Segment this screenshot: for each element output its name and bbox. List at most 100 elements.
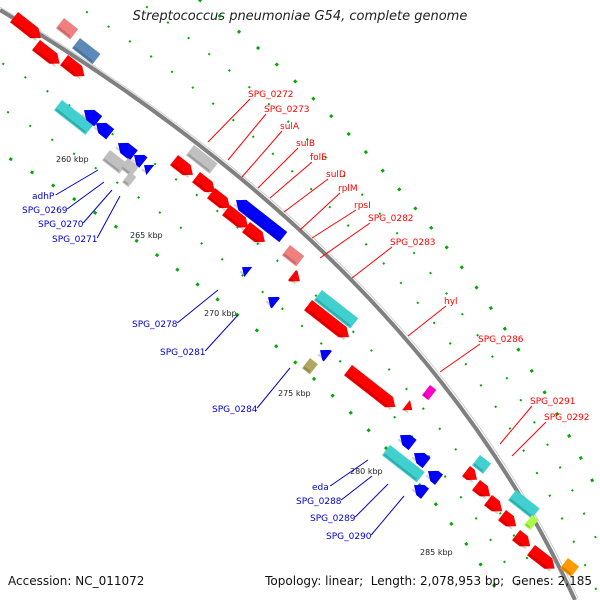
gene-shape[interactable] <box>471 480 494 501</box>
gene-label-forward[interactable]: rplM <box>338 184 358 194</box>
gene-shape[interactable] <box>511 530 534 551</box>
gene-feature[interactable] <box>55 18 79 40</box>
gene-shape[interactable] <box>497 510 520 531</box>
gene-shape[interactable] <box>92 118 115 140</box>
gene-label-reverse[interactable]: SPG_0271 <box>52 235 98 245</box>
gene-feature[interactable] <box>343 365 399 412</box>
gene-shape[interactable] <box>559 558 580 577</box>
gene-label-forward[interactable]: SPG_0282 <box>368 214 414 224</box>
gene-feature[interactable] <box>471 455 492 474</box>
gene-feature[interactable] <box>511 530 534 551</box>
gene-feature[interactable] <box>471 480 494 501</box>
gene-features[interactable] <box>9 12 580 577</box>
gene-feature[interactable] <box>264 292 280 309</box>
gene-label-forward[interactable]: SPG_0291 <box>530 397 576 407</box>
gene-shape[interactable] <box>59 55 88 81</box>
gene-feature[interactable] <box>523 515 539 531</box>
gene-label-reverse[interactable]: SPG_0290 <box>326 532 372 542</box>
gene-label-reverse[interactable]: SPG_0284 <box>212 405 258 415</box>
gene-feature[interactable] <box>301 358 318 375</box>
gene-shape[interactable] <box>71 38 101 65</box>
gene-feature[interactable] <box>71 38 101 65</box>
gene-feature[interactable] <box>140 160 155 176</box>
gene-feature[interactable] <box>9 12 45 43</box>
gene-shape[interactable] <box>191 172 219 197</box>
gene-shape[interactable] <box>507 490 540 519</box>
gene-feature[interactable] <box>31 40 64 69</box>
gene-feature[interactable] <box>497 510 520 531</box>
gene-label-reverse[interactable]: SPG_0289 <box>310 514 356 524</box>
gene-feature[interactable] <box>191 172 219 197</box>
gene-shape[interactable] <box>169 155 197 180</box>
gene-feature[interactable] <box>232 195 288 243</box>
gene-label-forward[interactable]: SPG_0283 <box>390 238 436 248</box>
gene-label-forward[interactable]: SPG_0272 <box>248 90 294 100</box>
gene-shape[interactable] <box>381 445 425 483</box>
gene-shape[interactable] <box>461 466 481 485</box>
gene-feature[interactable] <box>238 262 253 278</box>
gene-label-reverse[interactable]: eda <box>312 483 329 493</box>
gene-labels[interactable]: SPG_0272SPG_0273sulAsulBfolEsulDrplMrpsI… <box>22 90 590 542</box>
gene-shape[interactable] <box>313 290 359 329</box>
gene-feature[interactable] <box>483 495 506 516</box>
gene-shape[interactable] <box>410 448 431 469</box>
gene-shape[interactable] <box>316 345 332 362</box>
gene-shape[interactable] <box>55 18 79 40</box>
gene-shape[interactable] <box>483 495 506 516</box>
gene-label-forward[interactable]: SPG_0286 <box>478 335 524 345</box>
gene-feature[interactable] <box>381 445 425 483</box>
gene-shape[interactable] <box>241 222 269 247</box>
gene-shape[interactable] <box>221 205 252 232</box>
gene-label-forward[interactable]: sulD <box>326 170 346 180</box>
gene-shape[interactable] <box>114 138 138 161</box>
gene-shape[interactable] <box>301 358 318 375</box>
gene-shape[interactable] <box>185 145 218 174</box>
gene-feature[interactable] <box>206 188 234 213</box>
gene-label-reverse[interactable]: SPG_0288 <box>296 497 342 507</box>
gene-feature[interactable] <box>559 558 580 577</box>
gene-shape[interactable] <box>343 365 399 412</box>
gene-label-forward[interactable]: sulB <box>296 139 315 149</box>
gene-shape[interactable] <box>238 262 253 278</box>
gene-label-forward[interactable]: rpsI <box>354 201 371 211</box>
gene-label-forward[interactable]: SPG_0273 <box>264 105 310 115</box>
gene-shape[interactable] <box>303 300 353 342</box>
gene-feature[interactable] <box>53 100 94 135</box>
gene-shape[interactable] <box>130 150 148 168</box>
gene-shape[interactable] <box>424 466 444 485</box>
gene-feature[interactable] <box>185 145 218 174</box>
gene-shape[interactable] <box>523 515 539 531</box>
gene-shape[interactable] <box>281 245 305 267</box>
gene-shape[interactable] <box>9 12 45 43</box>
gene-shape[interactable] <box>396 430 417 451</box>
gene-shape[interactable] <box>121 172 137 188</box>
gene-shape[interactable] <box>401 400 416 415</box>
gene-feature[interactable] <box>424 466 444 485</box>
gene-shape[interactable] <box>232 195 288 243</box>
gene-feature[interactable] <box>303 300 353 342</box>
gene-feature[interactable] <box>421 385 437 401</box>
gene-shape[interactable] <box>264 292 280 309</box>
gene-feature[interactable] <box>281 245 305 267</box>
gene-feature[interactable] <box>119 158 140 177</box>
gene-feature[interactable] <box>526 545 559 574</box>
gene-label-reverse[interactable]: adhP <box>32 192 55 202</box>
gene-label-reverse[interactable]: SPG_0278 <box>132 320 178 330</box>
gene-shape[interactable] <box>206 188 234 213</box>
gene-label-reverse[interactable]: SPG_0281 <box>160 348 206 358</box>
gene-shape[interactable] <box>410 480 430 499</box>
gene-shape[interactable] <box>140 160 155 176</box>
gene-feature[interactable] <box>80 105 103 127</box>
gene-feature[interactable] <box>316 345 332 362</box>
gene-shape[interactable] <box>119 158 140 177</box>
gene-label-reverse[interactable]: SPG_0270 <box>38 220 84 230</box>
gene-label-forward[interactable]: hyl <box>444 297 458 307</box>
gene-feature[interactable] <box>401 400 416 415</box>
gene-feature[interactable] <box>59 55 88 81</box>
gene-label-reverse[interactable]: SPG_0269 <box>22 206 68 216</box>
gene-label-forward[interactable]: SPG_0292 <box>544 413 590 423</box>
gene-feature[interactable] <box>114 138 138 161</box>
gene-feature[interactable] <box>121 172 137 188</box>
gene-feature[interactable] <box>461 466 481 485</box>
gene-feature[interactable] <box>410 448 431 469</box>
